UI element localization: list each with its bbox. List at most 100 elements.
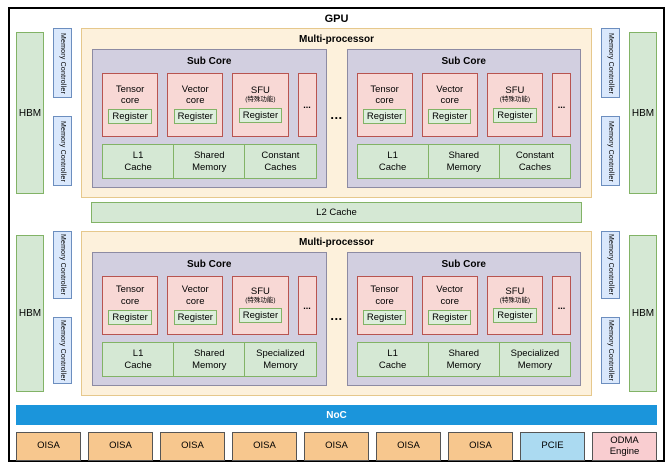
multiprocessor-row-1: HBM Memory Controller Memory Controller … [16,28,657,198]
core-name-line2: core [186,295,205,307]
hbm-block-left-2: HBM [16,235,44,392]
cache-cell-shared-memory: Shared Memory [427,342,500,377]
register-box: Register [108,109,152,125]
cache-cell-shared-memory: Shared Memory [427,144,500,179]
register-box: Register [238,107,283,123]
cache-cell-shared-memory: Shared Memory [173,342,246,377]
chip-odma-engine: ODMA Engine [592,432,657,461]
cache-cell-line: Constant [261,149,300,161]
register-box: Register [428,109,472,125]
cache-cell-line: Cache [378,359,407,371]
subcore-box: Sub Core Tensor core Register Vector cor… [346,252,581,386]
memory-controller-block: Memory Controller [601,316,620,384]
cache-cell-line: Specialized [256,347,305,359]
cache-cell-constant-caches: Constant Caches [244,144,317,179]
core-name: Vector [181,83,209,95]
multiprocessor-label: Multi-processor [298,34,374,45]
register-box: Register [493,107,537,123]
core-subtitle: (特殊功能) [245,96,276,104]
register-box: Register [173,309,217,325]
core-name: Tensor [115,284,145,296]
core-name: Tensor [370,83,399,95]
subcores-container: Sub Core Tensor core Register Vector cor… [92,49,581,188]
cores-row: Tensor core Register Vector core Registe… [356,73,572,137]
register-box: Register [362,309,407,325]
chips-row: OISA OISA OISA OISA OISA OISA OISA PCIE … [16,432,657,461]
memory-controller-column-left-2: Memory Controller Memory Controller [53,231,72,396]
cache-cell-line: L1 [132,347,144,359]
core-name-line2: core [375,295,394,307]
core-name: SFU [505,285,525,297]
chip-oisa: OISA [304,432,369,461]
cache-cell-line: Shared [193,347,225,359]
core-name-line2: core [440,95,459,106]
core-name: Tensor [370,284,399,296]
hbm-block-right-2: HBM [629,235,657,392]
memory-controller-column-right-2: Memory Controller Memory Controller [601,231,620,396]
core-ellipsis-box: ... [552,73,572,137]
memory-controller-block: Memory Controller [601,28,620,98]
core-name: SFU [505,85,525,97]
cache-cell-line: Memory [192,359,227,371]
cache-cell-line: Caches [518,161,552,173]
hbm-block-right-1: HBM [629,32,657,194]
cache-cell-l1: L1 Cache [102,342,175,377]
core-subtitle: (特殊功能) [499,296,531,304]
subcores-container: Sub Core Tensor core Register Vector cor… [92,252,581,386]
core-name-line2: core [120,295,140,307]
memory-controller-block: Memory Controller [53,316,72,384]
core-box-sfu: SFU (特殊功能) Register [232,276,289,335]
chip-oisa: OISA [88,432,153,461]
core-name-line2: core [186,95,205,106]
core-name: Vector [436,284,464,296]
core-box-sfu: SFU (特殊功能) Register [486,73,544,137]
chip-oisa: OISA [160,432,225,461]
chip-oisa: OISA [232,432,297,461]
cache-cell-l1: L1 Cache [356,342,429,377]
gpu-title: GPU [324,13,349,25]
cache-cell-line: Memory [446,359,481,371]
cache-cell-l1: L1 Cache [356,144,429,179]
multiprocessor-row-2: HBM Memory Controller Memory Controller … [16,231,657,396]
cache-cell-specialized-memory: Specialized Memory [498,342,572,377]
register-box: Register [362,109,407,125]
core-box-vector: Vector core Register [421,276,478,335]
cache-cell-line: Memory [446,161,481,173]
hbm-block-left-1: HBM [16,32,44,194]
noc-bar: NoC [16,405,657,425]
cache-cell-line: Memory [192,161,227,173]
core-ellipsis-box: ... [552,276,572,335]
register-box: Register [108,309,152,325]
core-box-tensor: Tensor core Register [102,73,159,137]
core-name-line2: core [120,95,140,106]
subcore-box: Sub Core Tensor core Register Vector cor… [92,252,327,386]
multiprocessor-box-2: Multi-processor Sub Core Tensor core Reg… [81,231,592,396]
core-box-vector: Vector core Register [421,73,478,137]
core-subtitle: (特殊功能) [245,296,276,304]
subcore-box: Sub Core Tensor core Register Vector cor… [346,49,581,188]
memory-controller-column-right-1: Memory Controller Memory Controller [601,28,620,198]
cache-cell-line: Memory [517,359,553,371]
core-name: Vector [181,284,209,296]
chip-oisa: OISA [16,432,81,461]
cache-cell-l1: L1 Cache [102,144,175,179]
core-box-vector: Vector core Register [167,73,224,137]
cache-cell-line: Specialized [510,347,560,359]
cache-cell-line: Constant [515,149,554,161]
memory-controller-block: Memory Controller [53,28,72,98]
cores-row: Tensor core Register Vector core Registe… [356,276,572,335]
cache-cell-shared-memory: Shared Memory [173,144,246,179]
cache-cell-line: L1 [132,149,144,161]
core-ellipsis-box: ... [297,276,317,335]
cache-cell-line: L1 [387,149,398,161]
memory-controller-column-left-1: Memory Controller Memory Controller [53,28,72,198]
cache-cell-line: L1 [387,347,398,359]
core-name-line2: core [375,95,394,106]
chip-odma-line2: Engine [609,445,640,457]
core-name: Tensor [115,83,145,95]
register-box: Register [173,109,217,125]
memory-controller-block: Memory Controller [601,231,620,299]
register-box: Register [238,308,283,324]
core-name: SFU [250,85,270,97]
cache-cell-line: Shared [448,149,480,161]
